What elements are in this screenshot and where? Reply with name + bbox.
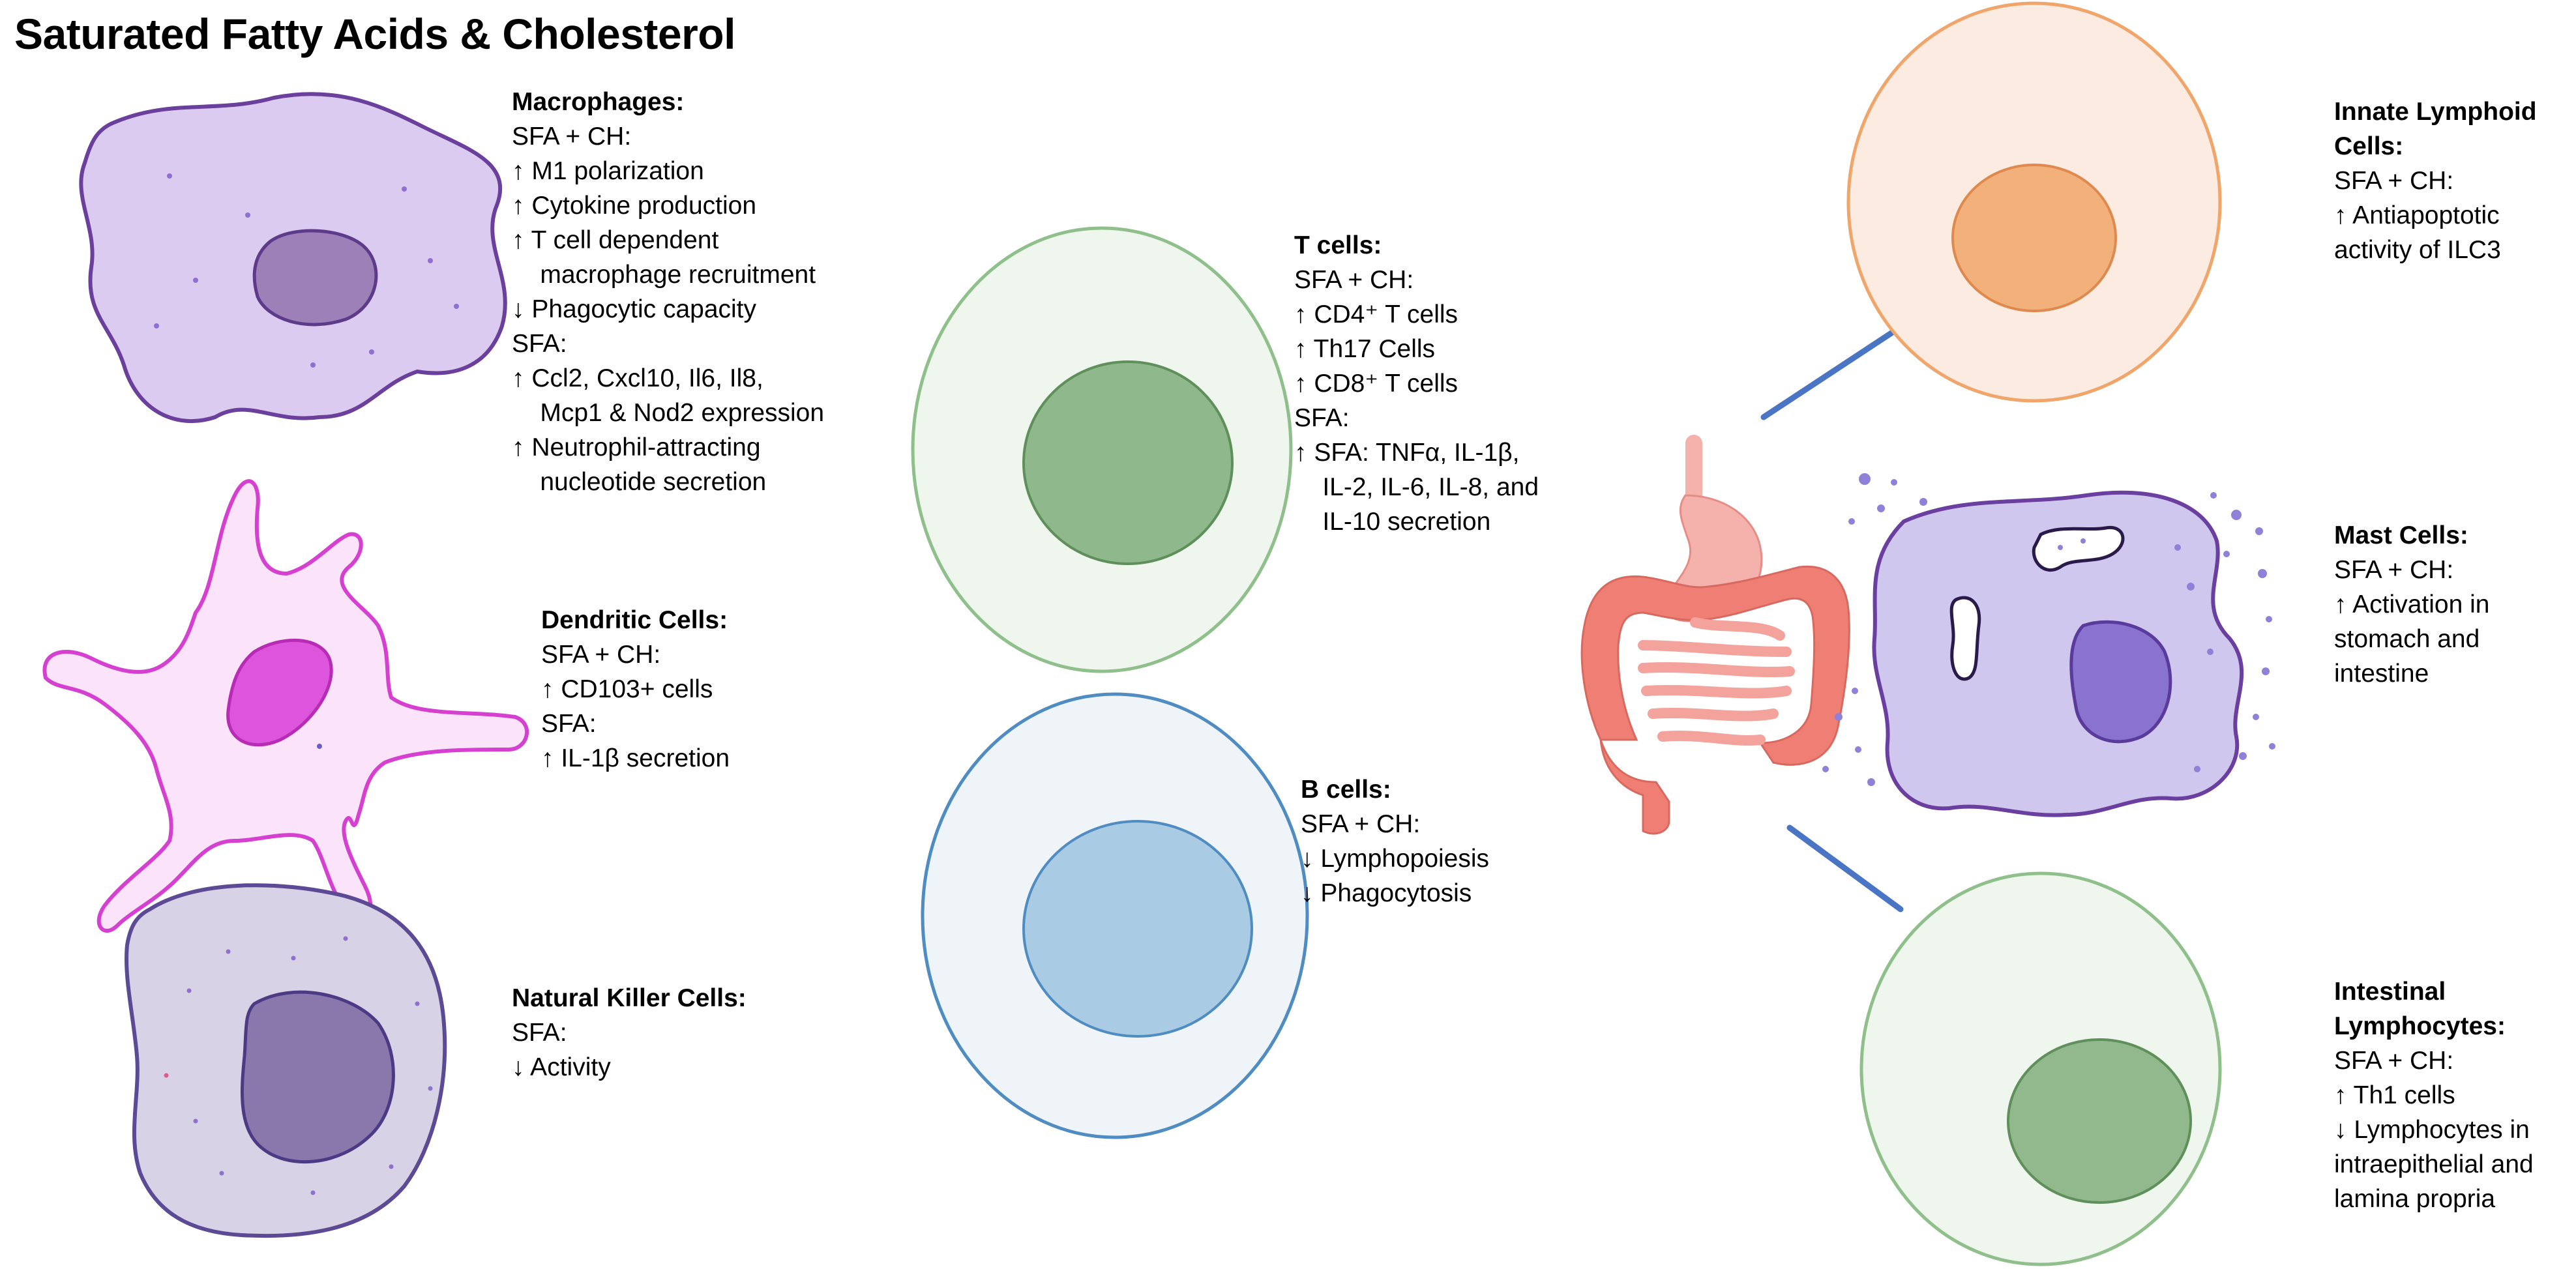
- ilc-nucleus: [1951, 164, 2117, 312]
- bcells-line: ↓ Phagocytosis: [1301, 879, 1472, 907]
- dendritic-cell-illustration: [42, 479, 529, 933]
- dendritic-line: SFA:: [541, 710, 597, 738]
- lymphocytes-line: ↑ Th1 cells: [2334, 1081, 2455, 1109]
- t-cell-nucleus: [1022, 360, 1234, 565]
- rectum: [1599, 739, 1670, 835]
- macrophages-line: macrophage recruitment: [512, 261, 816, 289]
- gi-tract-illustration: [1580, 435, 1850, 835]
- macrophages-line: ↑ T cell dependent: [512, 226, 719, 254]
- ilc-line: ↑ Antiapoptotic: [2334, 201, 2500, 229]
- macrophages-line: SFA:: [512, 330, 567, 358]
- b-cell-illustration: [921, 692, 1309, 1139]
- macrophage-nucleus: [252, 229, 378, 327]
- tcells-line: SFA:: [1294, 404, 1350, 432]
- bcells-line: SFA + CH:: [1301, 810, 1421, 838]
- tcells-annotation: T cells: SFA + CH: ↑ CD4⁺ T cells ↑ Th17…: [1294, 228, 1539, 539]
- bcells-annotation: B cells: SFA + CH: ↓ Lymphopoiesis ↓ Pha…: [1301, 772, 1489, 911]
- macrophages-line: nucleotide secretion: [512, 468, 767, 496]
- macrophage-illustration: [79, 92, 507, 424]
- tcells-line: SFA + CH:: [1294, 266, 1414, 294]
- t-cell-illustration: [911, 226, 1293, 673]
- bcells-heading: B cells:: [1301, 776, 1391, 804]
- macrophage-granules: [154, 173, 459, 368]
- lymphocytes-line: lamina propria: [2334, 1185, 2496, 1213]
- dendritic-line: ↑ IL-1β secretion: [541, 744, 730, 772]
- ilc-illustration: [1846, 1, 2222, 403]
- dendritic-line: ↑ CD103+ cells: [541, 675, 713, 703]
- tcells-line: ↑ CD4⁺ T cells: [1294, 300, 1458, 328]
- nk-cell-granules: [164, 936, 433, 1195]
- mast-line: SFA + CH:: [2334, 556, 2454, 584]
- nk-line: SFA:: [512, 1019, 567, 1047]
- macrophages-line: ↓ Phagocytic capacity: [512, 295, 757, 323]
- dendritic-annotation: Dendritic Cells: SFA + CH: ↑ CD103+ cell…: [541, 603, 730, 776]
- mast-cell-granules: [1822, 473, 2275, 786]
- lymphocytes-line: ↓ Lymphocytes in: [2334, 1116, 2530, 1144]
- lymphocytes-heading: Intestinal: [2334, 978, 2446, 1006]
- small-intestine: [1638, 617, 1795, 746]
- connector-ilc: [1760, 326, 1901, 420]
- lymphocytes-heading: Lymphocytes:: [2334, 1012, 2506, 1040]
- intestinal-lymphocyte-nucleus: [2007, 1038, 2192, 1204]
- mast-cell-body: [1872, 490, 2244, 817]
- macrophages-line: SFA + CH:: [512, 123, 632, 151]
- tcells-line: IL-10 secretion: [1294, 508, 1491, 536]
- nk-heading: Natural Killer Cells:: [512, 984, 747, 1012]
- lymphocytes-line: intraepithelial and: [2334, 1150, 2534, 1178]
- nk-annotation: Natural Killer Cells: SFA: ↓ Activity: [512, 981, 747, 1085]
- dendritic-heading: Dendritic Cells:: [541, 606, 728, 634]
- mast-cell-vacuole: [2032, 526, 2125, 572]
- mast-annotation: Mast Cells: SFA + CH: ↑ Activation in st…: [2334, 518, 2489, 691]
- ilc-line: activity of ILC3: [2334, 236, 2501, 264]
- macrophages-heading: Macrophages:: [512, 88, 685, 116]
- mast-line: stomach and: [2334, 625, 2480, 653]
- tcells-heading: T cells:: [1294, 231, 1382, 259]
- ilc-line: SFA + CH:: [2334, 167, 2454, 195]
- macrophages-line: ↑ Ccl2, Cxcl10, Il6, Il8,: [512, 364, 763, 392]
- mast-cell-illustration: [1822, 473, 2275, 817]
- lymphocytes-line: SFA + CH:: [2334, 1047, 2454, 1075]
- tcells-line: IL-2, IL-6, IL-8, and: [1294, 473, 1539, 501]
- figure-title: Saturated Fatty Acids & Cholesterol: [14, 10, 735, 58]
- dendritic-cell-nucleus: [226, 638, 333, 747]
- mast-cell-vacuole-2: [1949, 596, 1981, 681]
- mast-line: ↑ Activation in: [2334, 591, 2490, 619]
- ilc-heading: Cells:: [2334, 132, 2404, 160]
- mast-cell-nucleus: [2069, 620, 2172, 744]
- macrophages-annotation: Macrophages: SFA + CH: ↑ M1 polarization…: [512, 85, 824, 499]
- tcells-line: ↑ CD8⁺ T cells: [1294, 370, 1458, 398]
- macrophages-line: ↑ Cytokine production: [512, 192, 757, 220]
- tcells-line: ↑ Th17 Cells: [1294, 335, 1436, 363]
- macrophages-line: ↑ Neutrophil-attracting: [512, 433, 761, 461]
- nk-cell-illustration: [124, 883, 447, 1238]
- mast-heading: Mast Cells:: [2334, 521, 2468, 549]
- bcells-line: ↓ Lymphopoiesis: [1301, 845, 1490, 873]
- lymphocytes-annotation: Intestinal Lymphocytes: SFA + CH: ↑ Th1 …: [2334, 974, 2534, 1216]
- macrophages-line: ↑ M1 polarization: [512, 157, 704, 185]
- ilc-annotation: Innate Lymphoid Cells: SFA + CH: ↑ Antia…: [2334, 95, 2537, 267]
- connector-lymphocytes: [1786, 824, 1904, 912]
- dendritic-line: SFA + CH:: [541, 641, 661, 669]
- macrophages-line: Mcp1 & Nod2 expression: [512, 399, 825, 427]
- nk-cell-nucleus: [241, 990, 395, 1163]
- nk-line: ↓ Activity: [512, 1053, 611, 1081]
- b-cell-nucleus: [1022, 820, 1253, 1038]
- intestinal-lymphocyte-illustration: [1859, 871, 2222, 1266]
- large-intestine: [1580, 565, 1850, 766]
- mast-line: intestine: [2334, 660, 2429, 688]
- tcells-line: ↑ SFA: TNFα, IL-1β,: [1294, 439, 1520, 467]
- ilc-heading: Innate Lymphoid: [2334, 98, 2537, 126]
